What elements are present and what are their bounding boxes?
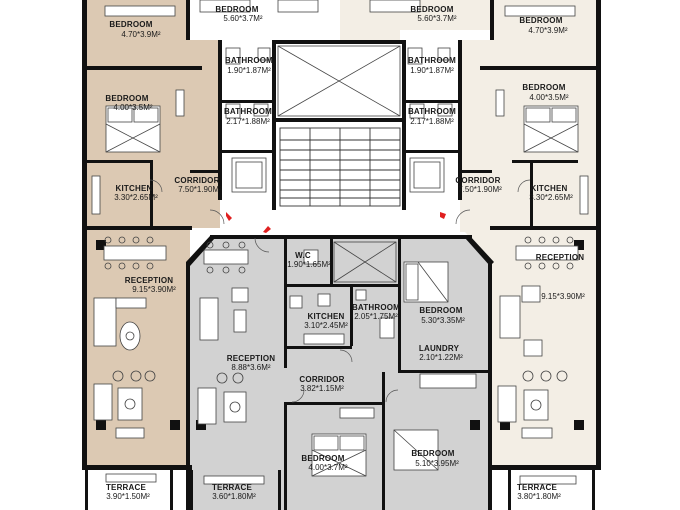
sofa bbox=[93, 297, 117, 347]
walls bbox=[82, 0, 601, 510]
room-name: KITCHEN bbox=[116, 184, 153, 193]
duct-shaft bbox=[333, 241, 397, 283]
room-size: 9.15*3.90M² bbox=[132, 285, 176, 294]
room-name: BATHROOM bbox=[352, 303, 400, 312]
room-size: 1.90*1.65M² bbox=[287, 260, 331, 269]
room-name: TERRACE bbox=[212, 483, 253, 492]
sofa bbox=[499, 295, 521, 339]
elevator-shaft bbox=[277, 45, 401, 117]
room-name: W.C bbox=[295, 251, 311, 260]
room-size: 9.15*3.90M² bbox=[541, 292, 585, 301]
rug bbox=[523, 389, 549, 421]
bed bbox=[105, 105, 161, 153]
room-name: BATHROOM bbox=[408, 107, 456, 116]
room-name: RECEPTION bbox=[227, 354, 275, 363]
room-size: 3.60*1.80M² bbox=[212, 492, 256, 501]
room-name: BATHROOM bbox=[225, 56, 273, 65]
room-size: 1.90*1.87M² bbox=[410, 66, 454, 75]
room-name: KITCHEN bbox=[531, 184, 568, 193]
room-name: BATHROOM bbox=[408, 56, 456, 65]
room-name: BEDROOM bbox=[519, 16, 562, 25]
room-name: BEDROOM bbox=[410, 5, 453, 14]
room-size: 4.70*3.9M² bbox=[528, 26, 567, 35]
room-size: 5.10*3.95M² bbox=[415, 459, 459, 468]
room-labels: BEDROOM 4.70*3.9M² BEDROOM 5.60*3.7M² BE… bbox=[105, 5, 585, 501]
coffee-table bbox=[119, 321, 141, 351]
room-size: 3.30*2.65M² bbox=[114, 193, 158, 202]
room-name: CORRIDOR bbox=[174, 176, 219, 185]
dining-table bbox=[203, 249, 249, 265]
bed bbox=[311, 433, 367, 477]
dining-table bbox=[515, 245, 579, 261]
room-size: 4.00*3.5M² bbox=[529, 93, 568, 102]
room-size: 5.60*3.7M² bbox=[417, 14, 456, 23]
room-size: 1.90*1.87M² bbox=[227, 66, 271, 75]
exit-marker-icon bbox=[263, 226, 271, 233]
room-size: 5.60*3.7M² bbox=[223, 14, 262, 23]
room-size: 3.82*1.15M² bbox=[300, 384, 344, 393]
room-size: 3.80*1.80M² bbox=[517, 492, 561, 501]
room-name: CORRIDOR bbox=[299, 375, 344, 384]
room-size: 4.00*3.5M² bbox=[113, 103, 152, 112]
exit-marker-icon bbox=[440, 212, 446, 219]
room-size: 2.05*1.75M² bbox=[354, 312, 398, 321]
elevator-car-right bbox=[409, 157, 445, 193]
bed bbox=[403, 261, 449, 303]
rug bbox=[223, 391, 247, 423]
room-size: 2.17*1.88M² bbox=[226, 117, 270, 126]
room-name: CORRIDOR bbox=[455, 176, 500, 185]
sofa bbox=[93, 383, 113, 421]
room-name: RECEPTION bbox=[536, 253, 584, 262]
elevator-car-left bbox=[231, 157, 267, 193]
room-name: KITCHEN bbox=[308, 312, 345, 321]
exit-marker-icon bbox=[226, 212, 232, 221]
room-size: 7.50*1.90M² bbox=[178, 185, 222, 194]
room-name: TERRACE bbox=[517, 483, 558, 492]
room-size: 3.10*2.45M² bbox=[304, 321, 348, 330]
room-name: RECEPTION bbox=[125, 276, 173, 285]
doors bbox=[149, 179, 531, 403]
bed bbox=[523, 105, 579, 153]
room-size: 4.00*3.7M² bbox=[308, 463, 347, 472]
room-size: 3.30*2.65M² bbox=[529, 193, 573, 202]
staircase bbox=[279, 127, 401, 207]
room-name: BEDROOM bbox=[301, 454, 344, 463]
room-name: BEDROOM bbox=[522, 83, 565, 92]
room-size: 7.50*1.90M² bbox=[458, 185, 502, 194]
furniture bbox=[91, 0, 589, 485]
core-area bbox=[222, 40, 460, 236]
room-size: 8.88*3.6M² bbox=[231, 363, 270, 372]
sofa bbox=[199, 297, 219, 341]
room-name: BEDROOM bbox=[215, 5, 258, 14]
room-size: 5.30*3.35M² bbox=[421, 316, 465, 325]
rug bbox=[117, 387, 143, 421]
room-name: BATHROOM bbox=[224, 107, 272, 116]
room-size: 2.10*1.22M² bbox=[419, 353, 463, 362]
room-size: 2.17*1.88M² bbox=[410, 117, 454, 126]
exit-markers bbox=[226, 212, 446, 233]
room-name: TERRACE bbox=[106, 483, 147, 492]
room-size: 4.70*3.9M² bbox=[121, 30, 160, 39]
sofa bbox=[197, 387, 217, 425]
sofa bbox=[497, 385, 517, 423]
core-elements bbox=[231, 45, 445, 283]
room-name: BEDROOM bbox=[419, 306, 462, 315]
dining-table bbox=[103, 245, 167, 261]
room-name: BEDROOM bbox=[411, 449, 454, 458]
room-name: BEDROOM bbox=[105, 94, 148, 103]
room-name: BEDROOM bbox=[109, 20, 152, 29]
room-name: LAUNDRY bbox=[419, 344, 460, 353]
room-size: 3.90*1.50M² bbox=[106, 492, 150, 501]
